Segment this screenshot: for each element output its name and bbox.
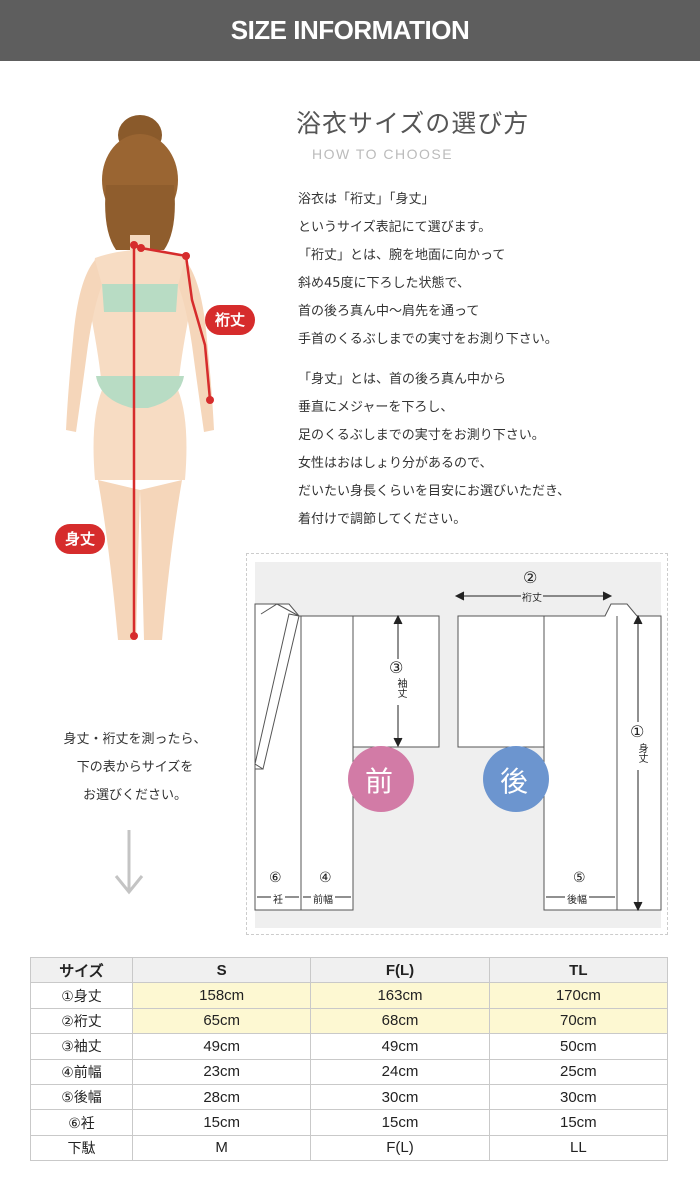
section-subtitle: HOW TO CHOOSE [312,146,454,162]
table-cell: 49cm [310,1033,490,1060]
table-row: ⑥衽 15cm 15cm 15cm [30,1109,669,1136]
paragraph-line: 女性はおはしょり分があるので、 [298,456,493,471]
table-cell: 30cm [310,1083,490,1111]
body-figure-illustration [66,115,214,640]
marker-6: ⑥ [269,870,282,886]
size-table: サイズ S F(L) TL ①身丈 158cm 163cm 170cm ②裄丈 … [30,956,669,1162]
paragraph-line: 「身丈」とは、首の後ろ真ん中から [298,372,507,387]
marker-1-name: 身丈 [636,743,647,763]
table-cell: 15cm [131,1109,312,1136]
marker-4-name: 前幅 [311,891,335,906]
table-row: ③袖丈 49cm 49cm 50cm [30,1033,669,1060]
paragraph-line: 手首のくるぶしまでの実寸をお測り下さい。 [298,332,558,347]
table-cell: 15cm [488,1109,669,1136]
paragraph-line: だいたい身長くらいを目安にお選びいただき、 [298,484,571,499]
paragraph-line: 着付けで調節してください。 [298,512,467,527]
marker-5: ⑤ [573,870,586,886]
row-label: ④前幅 [30,1058,133,1085]
table-row: ②裄丈 65cm 68cm 70cm [30,1007,669,1035]
table-cell: 28cm [131,1083,312,1111]
note-line: 下の表からサイズを [76,760,194,775]
table-row: ①身丈 158cm 163cm 170cm [30,982,669,1009]
table-cell: 68cm [310,1007,490,1035]
paragraph-line: 「裄丈」とは、腕を地面に向かって [298,248,506,263]
table-cell: 15cm [310,1109,490,1136]
table-row: ④前幅 23cm 24cm 25cm [30,1058,669,1085]
paragraph-line: 浴衣は「裄丈」「身丈」 [298,192,435,207]
row-label: 下駄 [30,1134,133,1162]
garment-diagram: 前 後 ③ 袖丈 ② 裄丈 ① 身丈 ⑥ 衽 ④ 前幅 ⑤ 後幅 [246,553,668,935]
paragraph-line: 垂直にメジャーを下ろし、 [298,400,454,415]
table-header-cell: S [131,956,312,984]
table-cell: M [131,1134,312,1162]
marker-3-name: 袖丈 [395,678,406,698]
page-title: SIZE INFORMATION [230,15,470,45]
table-cell: 49cm [131,1033,312,1060]
table-cell: 163cm [310,982,490,1009]
table-header-cell: サイズ [30,956,133,984]
paragraph-mitake: 「身丈」とは、首の後ろ真ん中から 垂直にメジャーを下ろし、 足のくるぶしまでの実… [298,366,570,534]
measure-note: 身丈・裄丈を測ったら、 下の表からサイズを お選びください。 [40,726,230,810]
table-cell: 24cm [310,1058,490,1085]
section-title: 浴衣サイズの選び方 [296,109,530,138]
row-label: ①身丈 [30,982,133,1009]
row-label: ⑥衽 [30,1109,133,1136]
table-cell: 65cm [131,1007,312,1035]
table-cell: 23cm [131,1058,312,1085]
table-cell: 25cm [488,1058,669,1085]
marker-6-name: 衽 [271,891,285,906]
front-label: 前 [365,765,394,798]
row-label: ②裄丈 [30,1007,133,1035]
marker-4: ④ [319,870,332,886]
table-cell: LL [488,1134,669,1162]
paragraph-yuki: 浴衣は「裄丈」「身丈」 というサイズ表記にて選びます。 「裄丈」とは、腕を地面に… [298,186,558,354]
yuki-label-badge: 裄丈 [205,305,256,335]
mitake-label-badge: 身丈 [55,524,106,554]
table-header-cell: TL [488,956,669,984]
table-header-row: サイズ S F(L) TL [30,956,669,984]
row-label: ⑤後幅 [30,1083,133,1111]
table-header-cell: F(L) [310,956,490,984]
garment-diagram-drawing [254,562,662,928]
table-row: ⑤後幅 28cm 30cm 30cm [30,1083,669,1111]
marker-2: ② [523,568,538,587]
arrow-down-icon [114,830,144,895]
marker-1: ① [630,722,645,741]
row-label: ③袖丈 [30,1033,133,1060]
paragraph-line: 足のくるぶしまでの実寸をお測り下さい。 [298,428,545,443]
paragraph-line: 斜め45度に下ろした状態で、 [298,276,471,291]
note-line: お選びください。 [82,788,187,803]
note-line: 身丈・裄丈を測ったら、 [63,732,207,747]
table-cell: F(L) [310,1134,490,1162]
table-row: 下駄 M F(L) LL [30,1134,669,1162]
table-cell: 50cm [488,1033,669,1060]
table-cell: 30cm [488,1083,669,1111]
marker-5-name: 後幅 [565,891,589,906]
table-cell: 158cm [131,982,312,1009]
table-cell: 170cm [488,982,669,1009]
marker-2-name: 裄丈 [521,589,543,604]
table-cell: 70cm [488,1007,669,1035]
back-label: 後 [500,765,529,798]
paragraph-line: というサイズ表記にて選びます。 [298,220,492,235]
marker-3: ③ [389,658,404,677]
header-bar: SIZE INFORMATION [0,0,700,61]
paragraph-line: 首の後ろ真ん中〜肩先を通って [298,304,480,319]
